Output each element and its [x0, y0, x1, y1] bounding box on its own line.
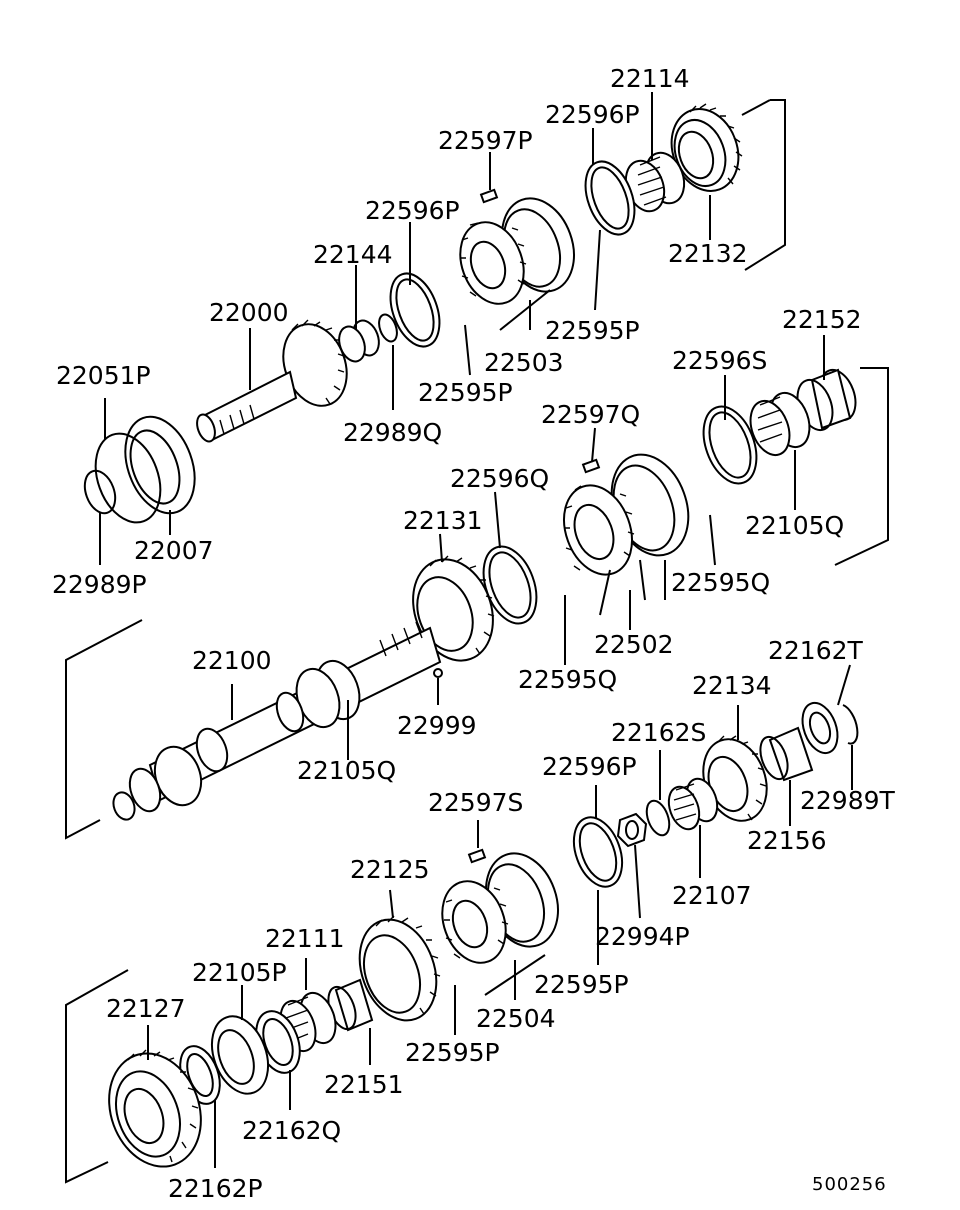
snap-ring-22989T	[842, 704, 859, 745]
label-22999: 22999	[397, 711, 477, 740]
label-22144: 22144	[313, 240, 393, 269]
label-22111: 22111	[265, 924, 345, 953]
label-22989P: 22989P	[52, 570, 147, 599]
label-22162S: 22162S	[611, 718, 707, 747]
label-22595Q-b: 22595Q	[518, 665, 618, 694]
label-22989T: 22989T	[800, 786, 895, 815]
label-22107: 22107	[672, 881, 752, 910]
label-22596P-b: 22596P	[365, 196, 460, 225]
label-22162P: 22162P	[168, 1174, 263, 1203]
input-shaft-assembly	[83, 92, 786, 565]
needle-bearing-22114	[624, 151, 686, 213]
label-22989Q: 22989Q	[343, 418, 443, 447]
label-22152: 22152	[782, 305, 862, 334]
label-22596Q: 22596Q	[450, 464, 550, 493]
label-22503: 22503	[484, 348, 564, 377]
gear-22132	[670, 103, 743, 192]
synchro-ring-22596Q	[482, 545, 538, 625]
needle-bearing-22144	[338, 319, 380, 363]
label-22134: 22134	[692, 671, 772, 700]
label-22596P-c: 22596P	[542, 752, 637, 781]
label-22125: 22125	[350, 855, 430, 884]
label-22595P-b: 22595P	[418, 378, 513, 407]
label-22595Q-a: 22595Q	[671, 568, 771, 597]
input-shaft-22000	[196, 319, 348, 443]
synchro-ring-22596P-a	[584, 160, 636, 236]
label-22597S: 22597S	[428, 788, 524, 817]
label-22105P: 22105P	[192, 958, 287, 987]
synchro-ring-22596S	[702, 405, 758, 485]
label-22114: 22114	[610, 64, 690, 93]
counter-shaft-assembly	[65, 664, 859, 1184]
label-22100: 22100	[192, 646, 272, 675]
label-22595P-a: 22595P	[545, 316, 640, 345]
bearing-22105P	[210, 1015, 270, 1095]
needle-bearing-22107	[667, 777, 719, 831]
label-22127: 22127	[106, 994, 186, 1023]
synchro-hub-22502	[563, 453, 690, 576]
label-22502: 22502	[594, 630, 674, 659]
washer-22162T	[801, 701, 839, 755]
label-22162T: 22162T	[768, 636, 863, 665]
gear-22134	[702, 735, 768, 822]
label-22595P-d: 22595P	[405, 1038, 500, 1067]
label-22131: 22131	[403, 506, 483, 535]
label-22597P: 22597P	[438, 126, 533, 155]
label-22597Q: 22597Q	[541, 400, 641, 429]
label-22504: 22504	[476, 1004, 556, 1033]
synchro-hub-22503	[459, 197, 575, 305]
bearing-22007	[124, 415, 196, 515]
label-22596P-a: 22596P	[545, 100, 640, 129]
nut-22994P	[616, 812, 648, 848]
label-22132: 22132	[668, 239, 748, 268]
snap-ring-22051P	[94, 432, 162, 524]
label-22994P: 22994P	[595, 922, 690, 951]
main-shaft-22100	[112, 621, 442, 821]
bushing-22156	[759, 726, 814, 782]
label-22105Q-a: 22105Q	[745, 511, 845, 540]
gear-22125	[358, 915, 441, 1022]
key-22597Q	[581, 458, 601, 474]
label-22000: 22000	[209, 298, 289, 327]
ball-22999	[433, 668, 443, 678]
snap-ring-22989Q	[378, 313, 398, 343]
synchro-hub-22504	[441, 852, 559, 964]
label-22105Q-b: 22105Q	[297, 756, 397, 785]
synchro-ring-22596P-b	[389, 272, 441, 348]
snap-ring-22989P	[83, 469, 117, 515]
key-22597P	[479, 188, 499, 204]
ring-22162S	[645, 799, 671, 837]
key-22597S	[467, 848, 487, 864]
needle-bearing-22105Q-a	[749, 391, 811, 457]
bushing-22152	[796, 368, 857, 432]
label-22595P-c: 22595P	[534, 970, 629, 999]
synchro-ring-22596P-c	[572, 816, 624, 888]
label-22156: 22156	[747, 826, 827, 855]
bushing-22151	[327, 978, 374, 1032]
label-22151: 22151	[324, 1070, 404, 1099]
label-22051P: 22051P	[56, 361, 151, 390]
main-shaft-assembly	[65, 335, 889, 840]
gear-22127	[108, 1049, 202, 1168]
label-22162Q: 22162Q	[242, 1116, 342, 1145]
label-22007: 22007	[134, 536, 214, 565]
diagram-reference-number: 500256	[812, 1174, 887, 1195]
label-22596S: 22596S	[672, 346, 768, 375]
